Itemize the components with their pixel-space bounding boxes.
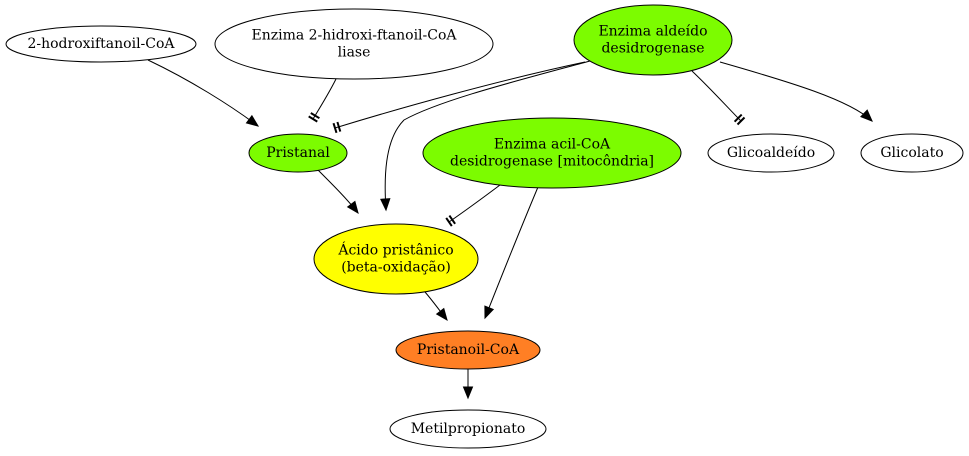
edge-line: [384, 60, 591, 211]
node-ellipse: [313, 223, 479, 295]
arrow-head: [380, 198, 391, 212]
node-label: liase: [338, 45, 371, 61]
edge-acil-to-acido: [445, 184, 501, 227]
inhibition-mark: [310, 112, 320, 120]
inhibition-mark: [336, 121, 342, 132]
node-ellipse: [422, 117, 682, 189]
nodes-layer: 2-hodroxiftanoil-CoA Enzima 2-hidroxi-fta…: [5, 4, 964, 449]
node-pristanoil: Pristanoil-CoA: [395, 330, 541, 370]
edge-liase-to-pristanal: [308, 78, 337, 123]
node-label: Enzima acil-CoA: [494, 137, 611, 153]
node-ellipse: [389, 409, 547, 449]
arrow-head: [346, 200, 359, 215]
inhibition-mark: [332, 122, 338, 134]
edge-aldeido-to-glicolato: [719, 61, 873, 122]
arrow-head: [860, 109, 873, 122]
node-ellipse: [573, 4, 733, 76]
node-metil: Metilpropionato: [389, 409, 547, 449]
inhibition-mark: [448, 215, 456, 225]
node-label: Glicoaldeído: [727, 145, 815, 161]
edge-line: [334, 61, 586, 129]
node-ellipse: [214, 8, 494, 80]
edge-line: [719, 61, 873, 122]
node-glicolato: Glicolato: [860, 133, 964, 173]
arrow-head: [462, 386, 474, 400]
node-label: Enzima 2-hidroxi-ftanoil-CoA: [251, 28, 457, 44]
inhibition-mark: [308, 115, 318, 123]
edge-pristanoil-to-metil: [462, 369, 474, 400]
node-ellipse: [5, 25, 197, 63]
edge-acil-to-pristanoil: [484, 186, 539, 320]
node-label: 2-hodroxiftanoil-CoA: [27, 36, 175, 52]
node-ellipse: [248, 133, 348, 173]
node-ellipse: [395, 330, 541, 370]
node-label: (beta-oxidação): [341, 260, 451, 276]
edges-layer: [147, 59, 873, 400]
node-label: desidrogenase: [601, 41, 704, 57]
edge-line: [147, 59, 259, 127]
edge-aldeido-to-glicoaldeido: [691, 70, 746, 126]
node-label: Glicolato: [880, 145, 943, 161]
node-label: Ácido pristânico: [337, 241, 453, 259]
edge-line: [312, 78, 337, 120]
node-label: Pristanoil-CoA: [417, 342, 520, 358]
node-ellipse: [707, 133, 835, 173]
node-ellipse: [860, 133, 964, 173]
arrow-head: [435, 307, 448, 322]
node-label: Enzima aldeído: [598, 24, 707, 40]
node-pristanal: Pristanal: [248, 133, 348, 173]
node-hidroxi: 2-hodroxiftanoil-CoA: [5, 25, 197, 63]
node-label: Metilpropionato: [411, 421, 526, 437]
edge-aldeido-to-pristanal: [332, 61, 586, 134]
node-label: Pristanal: [266, 145, 330, 161]
inhibition-mark: [736, 116, 746, 126]
arrow-head: [484, 305, 495, 320]
edge-line: [691, 70, 742, 122]
arrow-head: [245, 114, 260, 127]
inhibition-mark: [445, 217, 453, 227]
node-acido: Ácido pristânico(beta-oxidação): [313, 223, 479, 295]
edge-line: [484, 186, 539, 319]
edge-hidroxi-to-pristanal: [147, 59, 260, 127]
node-label: desidrogenase [mitocôndria]: [450, 154, 654, 170]
edge-acido-to-pristanoil: [424, 291, 448, 322]
edge-aldeido-to-acido: [380, 60, 591, 212]
node-glicoaldeido: Glicoaldeído: [707, 133, 835, 173]
edge-line: [448, 184, 501, 223]
inhibition-mark: [733, 113, 743, 123]
edge-pristanal-to-acido: [317, 169, 359, 215]
